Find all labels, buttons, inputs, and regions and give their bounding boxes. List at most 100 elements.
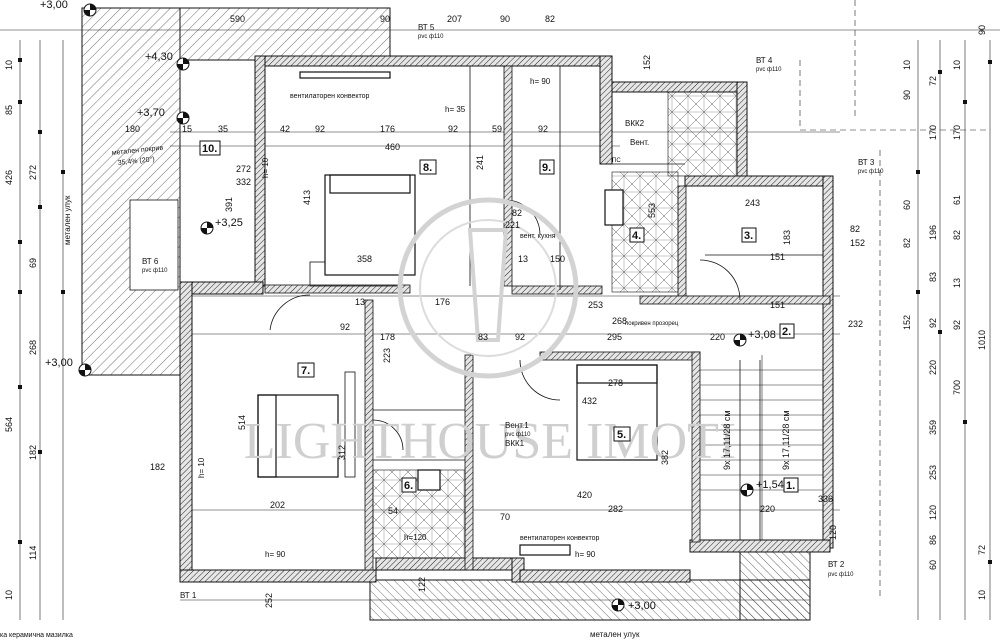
svg-text:92: 92 (538, 124, 548, 134)
level-300-left: +3,00 (45, 357, 73, 369)
level-325: +3,25 (215, 217, 243, 229)
walls (179, 55, 834, 583)
label-h90c: h= 90 (575, 550, 596, 559)
roof-window (129, 199, 179, 291)
svg-text:220: 220 (928, 360, 938, 375)
svg-text:253: 253 (928, 465, 938, 480)
svg-text:13: 13 (952, 278, 962, 288)
svg-text:426: 426 (4, 170, 14, 185)
svg-text:170: 170 (928, 125, 938, 140)
bed-room-8 (324, 174, 416, 276)
svg-text:182: 182 (150, 462, 165, 472)
level-430: +4,30 (145, 51, 173, 63)
bed-room-5 (576, 364, 658, 461)
svg-text:151: 151 (770, 300, 785, 310)
svg-text:221: 221 (505, 220, 520, 230)
label-pipe-bt6: рvc ф110 (142, 268, 168, 274)
label-pipe-bt2: рvc ф110 (828, 572, 854, 578)
svg-text:10: 10 (4, 590, 14, 600)
annotations: ВТ 1 ВТ 2 ВТ 3 ВТ 4 ВТ 5 ВТ 6 рvc ф110 р… (0, 23, 884, 639)
svg-text:243: 243 (745, 198, 760, 208)
label-h35: h= 35 (445, 105, 466, 114)
svg-text:10: 10 (4, 60, 14, 70)
svg-text:90: 90 (500, 14, 510, 24)
level-154: +1,54 (756, 479, 784, 491)
label-pc: ПС (612, 158, 621, 164)
svg-text:35: 35 (218, 124, 228, 134)
label-h90a: h= 90 (530, 77, 551, 86)
svg-text:61: 61 (952, 195, 962, 205)
dimension-ticks (18, 58, 992, 564)
svg-text:70: 70 (500, 512, 510, 522)
svg-text:514: 514 (237, 415, 247, 430)
svg-text:152: 152 (642, 55, 652, 70)
label-pipe-vent1: рvc ф110 (505, 432, 531, 438)
svg-text:268: 268 (612, 316, 627, 326)
svg-text:553: 553 (647, 203, 657, 218)
svg-text:10: 10 (902, 60, 912, 70)
level-labels: +3,00 +4,30 +3,70 +3,25 +3,00 +3,08 +1,5… (40, 0, 784, 612)
svg-text:83: 83 (478, 332, 488, 342)
svg-text:120: 120 (928, 505, 938, 520)
svg-text:82: 82 (902, 238, 912, 248)
svg-text:54: 54 (388, 506, 398, 516)
label-vent-kitchen: вент. кухня (520, 233, 556, 240)
room-number-8: 8. (423, 162, 432, 174)
svg-text:700: 700 (952, 380, 962, 395)
label-vent-small: Вент. (630, 138, 649, 147)
label-pipe-bt4: рvc ф110 (756, 67, 782, 73)
label-metal-roof-slope: 35,4% (20°) (117, 155, 155, 167)
label-h10a: h= 10 (261, 157, 270, 178)
svg-text:358: 358 (357, 254, 372, 264)
svg-text:590: 590 (230, 14, 245, 24)
convector-bottom (519, 544, 571, 556)
svg-text:336: 336 (818, 494, 833, 504)
room-number-4: 4. (632, 230, 641, 242)
svg-text:90: 90 (977, 25, 987, 35)
svg-text:420: 420 (577, 490, 592, 500)
svg-text:10: 10 (977, 590, 987, 600)
svg-text:180: 180 (125, 124, 140, 134)
svg-text:207: 207 (447, 14, 462, 24)
svg-text:92: 92 (448, 124, 458, 134)
svg-text:13: 13 (355, 297, 365, 307)
svg-text:92: 92 (515, 332, 525, 342)
level-300-bottom: +3,00 (628, 600, 656, 612)
staircase (700, 355, 823, 540)
label-bt5: ВТ 5 (418, 23, 435, 32)
label-bt3: ВТ 3 (858, 158, 875, 167)
convector-top (299, 71, 391, 79)
svg-text:312: 312 (337, 445, 347, 460)
room-number-7: 7. (301, 365, 310, 377)
room-number-9: 9. (542, 162, 551, 174)
furniture (257, 71, 658, 556)
svg-text:72: 72 (977, 545, 987, 555)
label-bt2: ВТ 2 (828, 560, 845, 569)
label-bt4: ВТ 4 (756, 56, 773, 65)
label-metal-gutter-bottom: метален улук (590, 630, 640, 639)
svg-text:60: 60 (928, 560, 938, 570)
svg-text:272: 272 (28, 165, 38, 180)
svg-text:59: 59 (492, 124, 502, 134)
dimension-numbers: 590 90 207 90 82 152 180 15 35 42 92 176… (4, 14, 987, 608)
svg-text:86: 86 (928, 535, 938, 545)
svg-text:82: 82 (512, 208, 522, 218)
label-bt6: ВТ 6 (142, 257, 159, 266)
svg-text:92: 92 (928, 318, 938, 328)
label-vent1: Вент.1 (505, 421, 529, 430)
watermark: LIGHTHOUSE IMOTI (244, 197, 736, 470)
svg-text:92: 92 (340, 322, 350, 332)
svg-text:152: 152 (902, 315, 912, 330)
room-number-10: 10. (202, 143, 217, 155)
room-number-2: 2. (782, 326, 791, 338)
svg-text:232: 232 (848, 319, 863, 329)
svg-text:176: 176 (380, 124, 395, 134)
svg-text:220: 220 (760, 504, 775, 514)
label-h120: h=120 (404, 533, 427, 542)
svg-text:278: 278 (608, 378, 623, 388)
svg-text:272: 272 (236, 164, 251, 174)
room-number-1: 1. (786, 480, 795, 492)
svg-text:391: 391 (224, 197, 234, 212)
bathroom-tiles (372, 91, 738, 559)
